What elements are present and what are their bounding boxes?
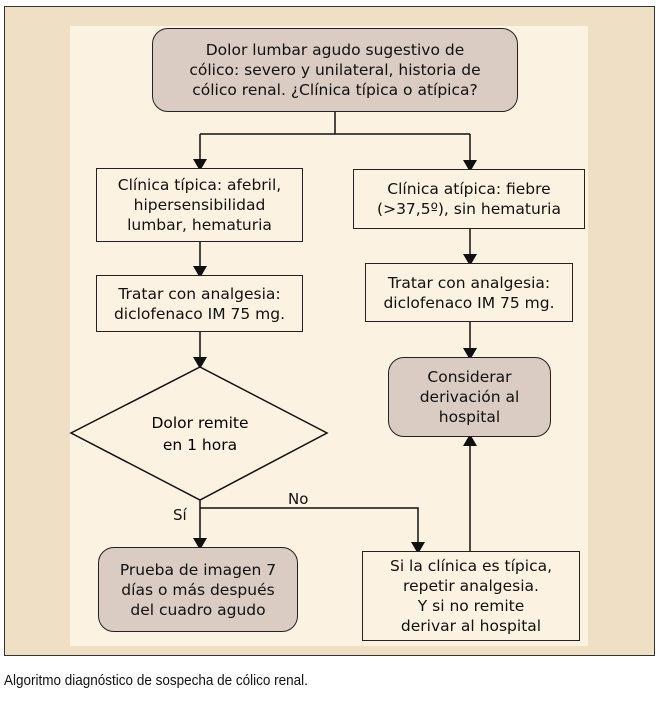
- imaging-node: Prueba de imagen 7 días o más después de…: [98, 547, 298, 632]
- no-label: No: [288, 490, 309, 508]
- treat-left-node: Tratar con analgesia: diclofenaco IM 75 …: [96, 275, 303, 332]
- yes-label: Sí: [173, 506, 187, 524]
- repeat-node: Si la clínica es típica, repetir analges…: [362, 551, 580, 641]
- treat-right-node: Tratar con analgesia: diclofenaco IM 75 …: [365, 263, 573, 322]
- decision-node-text: Dolor remite en 1 hora: [151, 414, 249, 454]
- connector-start-split: [200, 112, 470, 135]
- figure-caption: Algoritmo diagnóstico de sospecha de cól…: [4, 672, 308, 689]
- referral-node: Considerar derivación al hospital: [388, 357, 551, 437]
- start-node: Dolor lumbar agudo sugestivo de cólico: …: [152, 28, 518, 112]
- arrow-no-to-repeat: [200, 507, 418, 551]
- diagram-panel: [70, 26, 588, 646]
- typical-node: Clínica típica: afebril, hipersensibilid…: [96, 168, 303, 242]
- atypical-node: Clínica atípica: fiebre (>37,5º), sin he…: [353, 169, 585, 229]
